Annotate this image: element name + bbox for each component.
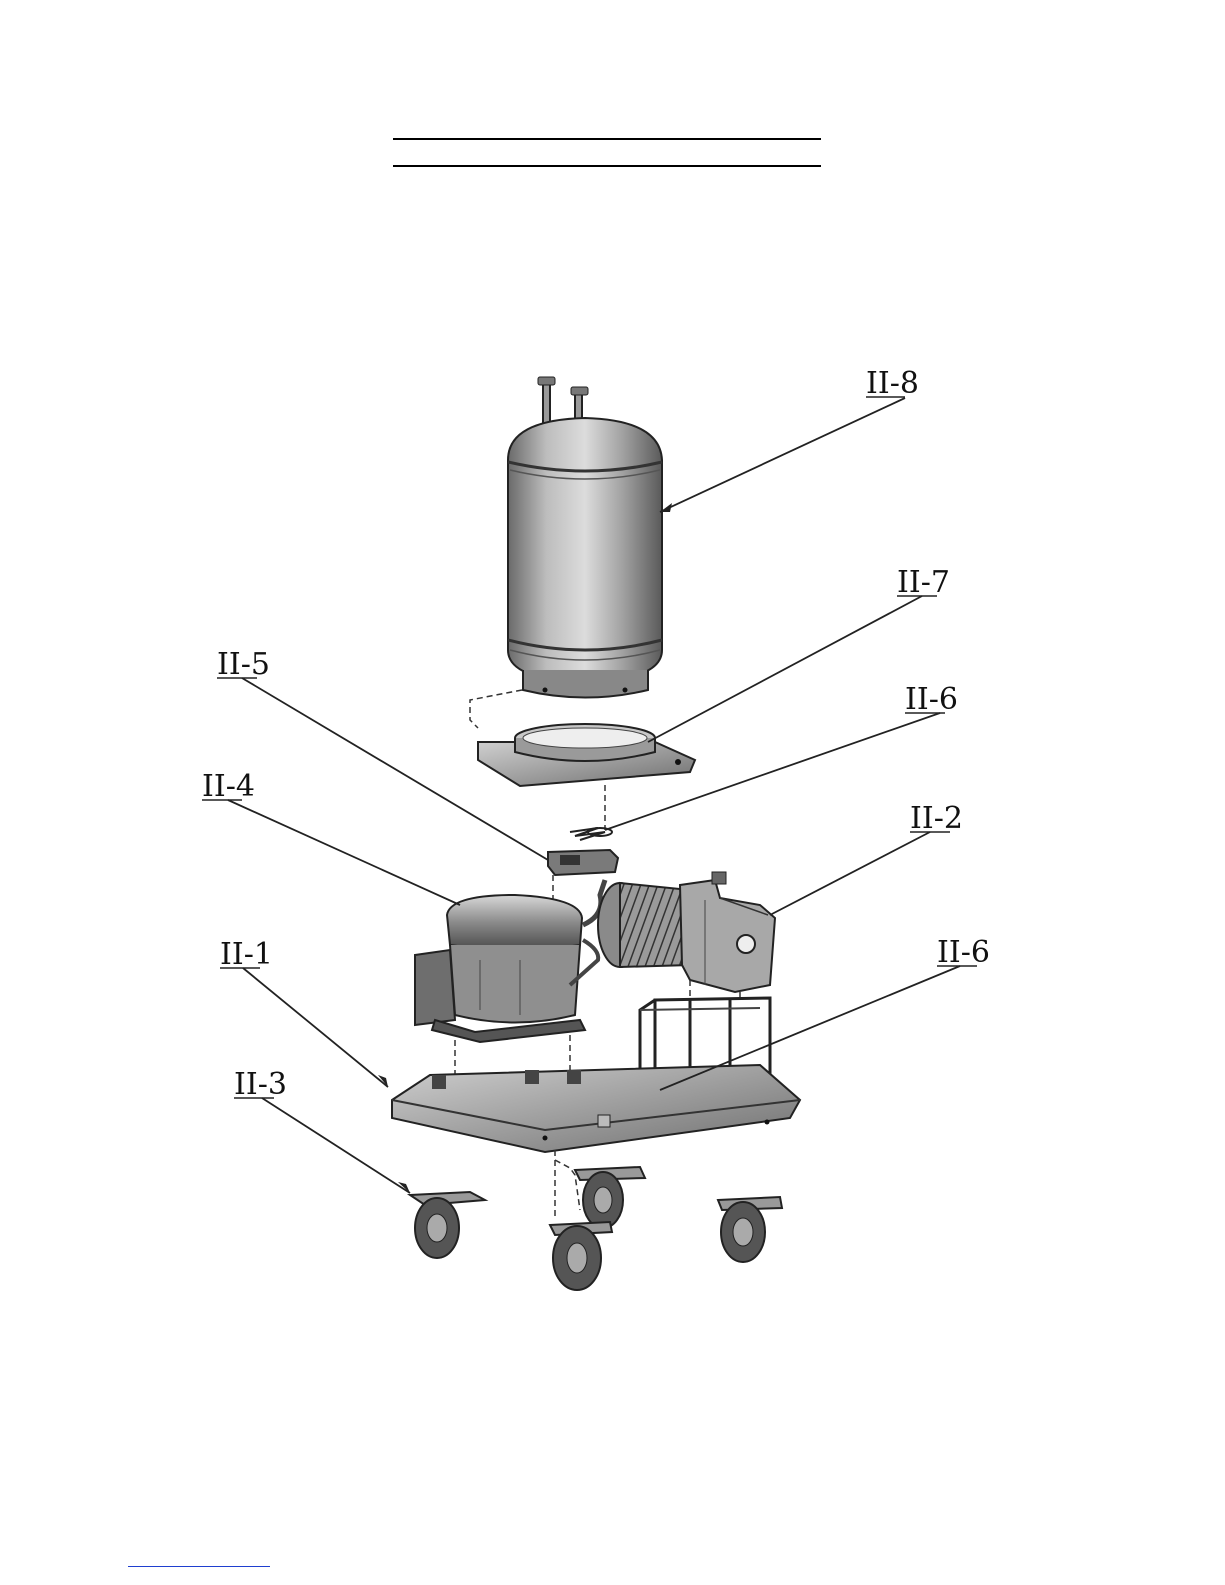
callout-II-6-upper: II-6: [905, 682, 958, 717]
callout-II-2: II-2: [910, 801, 963, 836]
compressor-part: [415, 880, 605, 1042]
callout-II-6-lower: II-6: [937, 935, 990, 970]
footer-link-underline[interactable]: [128, 1566, 270, 1567]
callout-II-7: II-7: [897, 565, 950, 600]
caster-wheels-part: [410, 1167, 782, 1290]
callout-II-3: II-3: [234, 1067, 287, 1102]
motor-pump-part: [598, 872, 775, 992]
callout-II-4: II-4: [202, 769, 255, 804]
bracket-part: [548, 850, 618, 875]
callout-II-8: II-8: [866, 366, 919, 401]
callout-II-1: II-1: [220, 937, 273, 972]
base-plate-part: [392, 1065, 800, 1152]
callout-II-5: II-5: [217, 647, 270, 682]
tank-part: [508, 377, 662, 698]
